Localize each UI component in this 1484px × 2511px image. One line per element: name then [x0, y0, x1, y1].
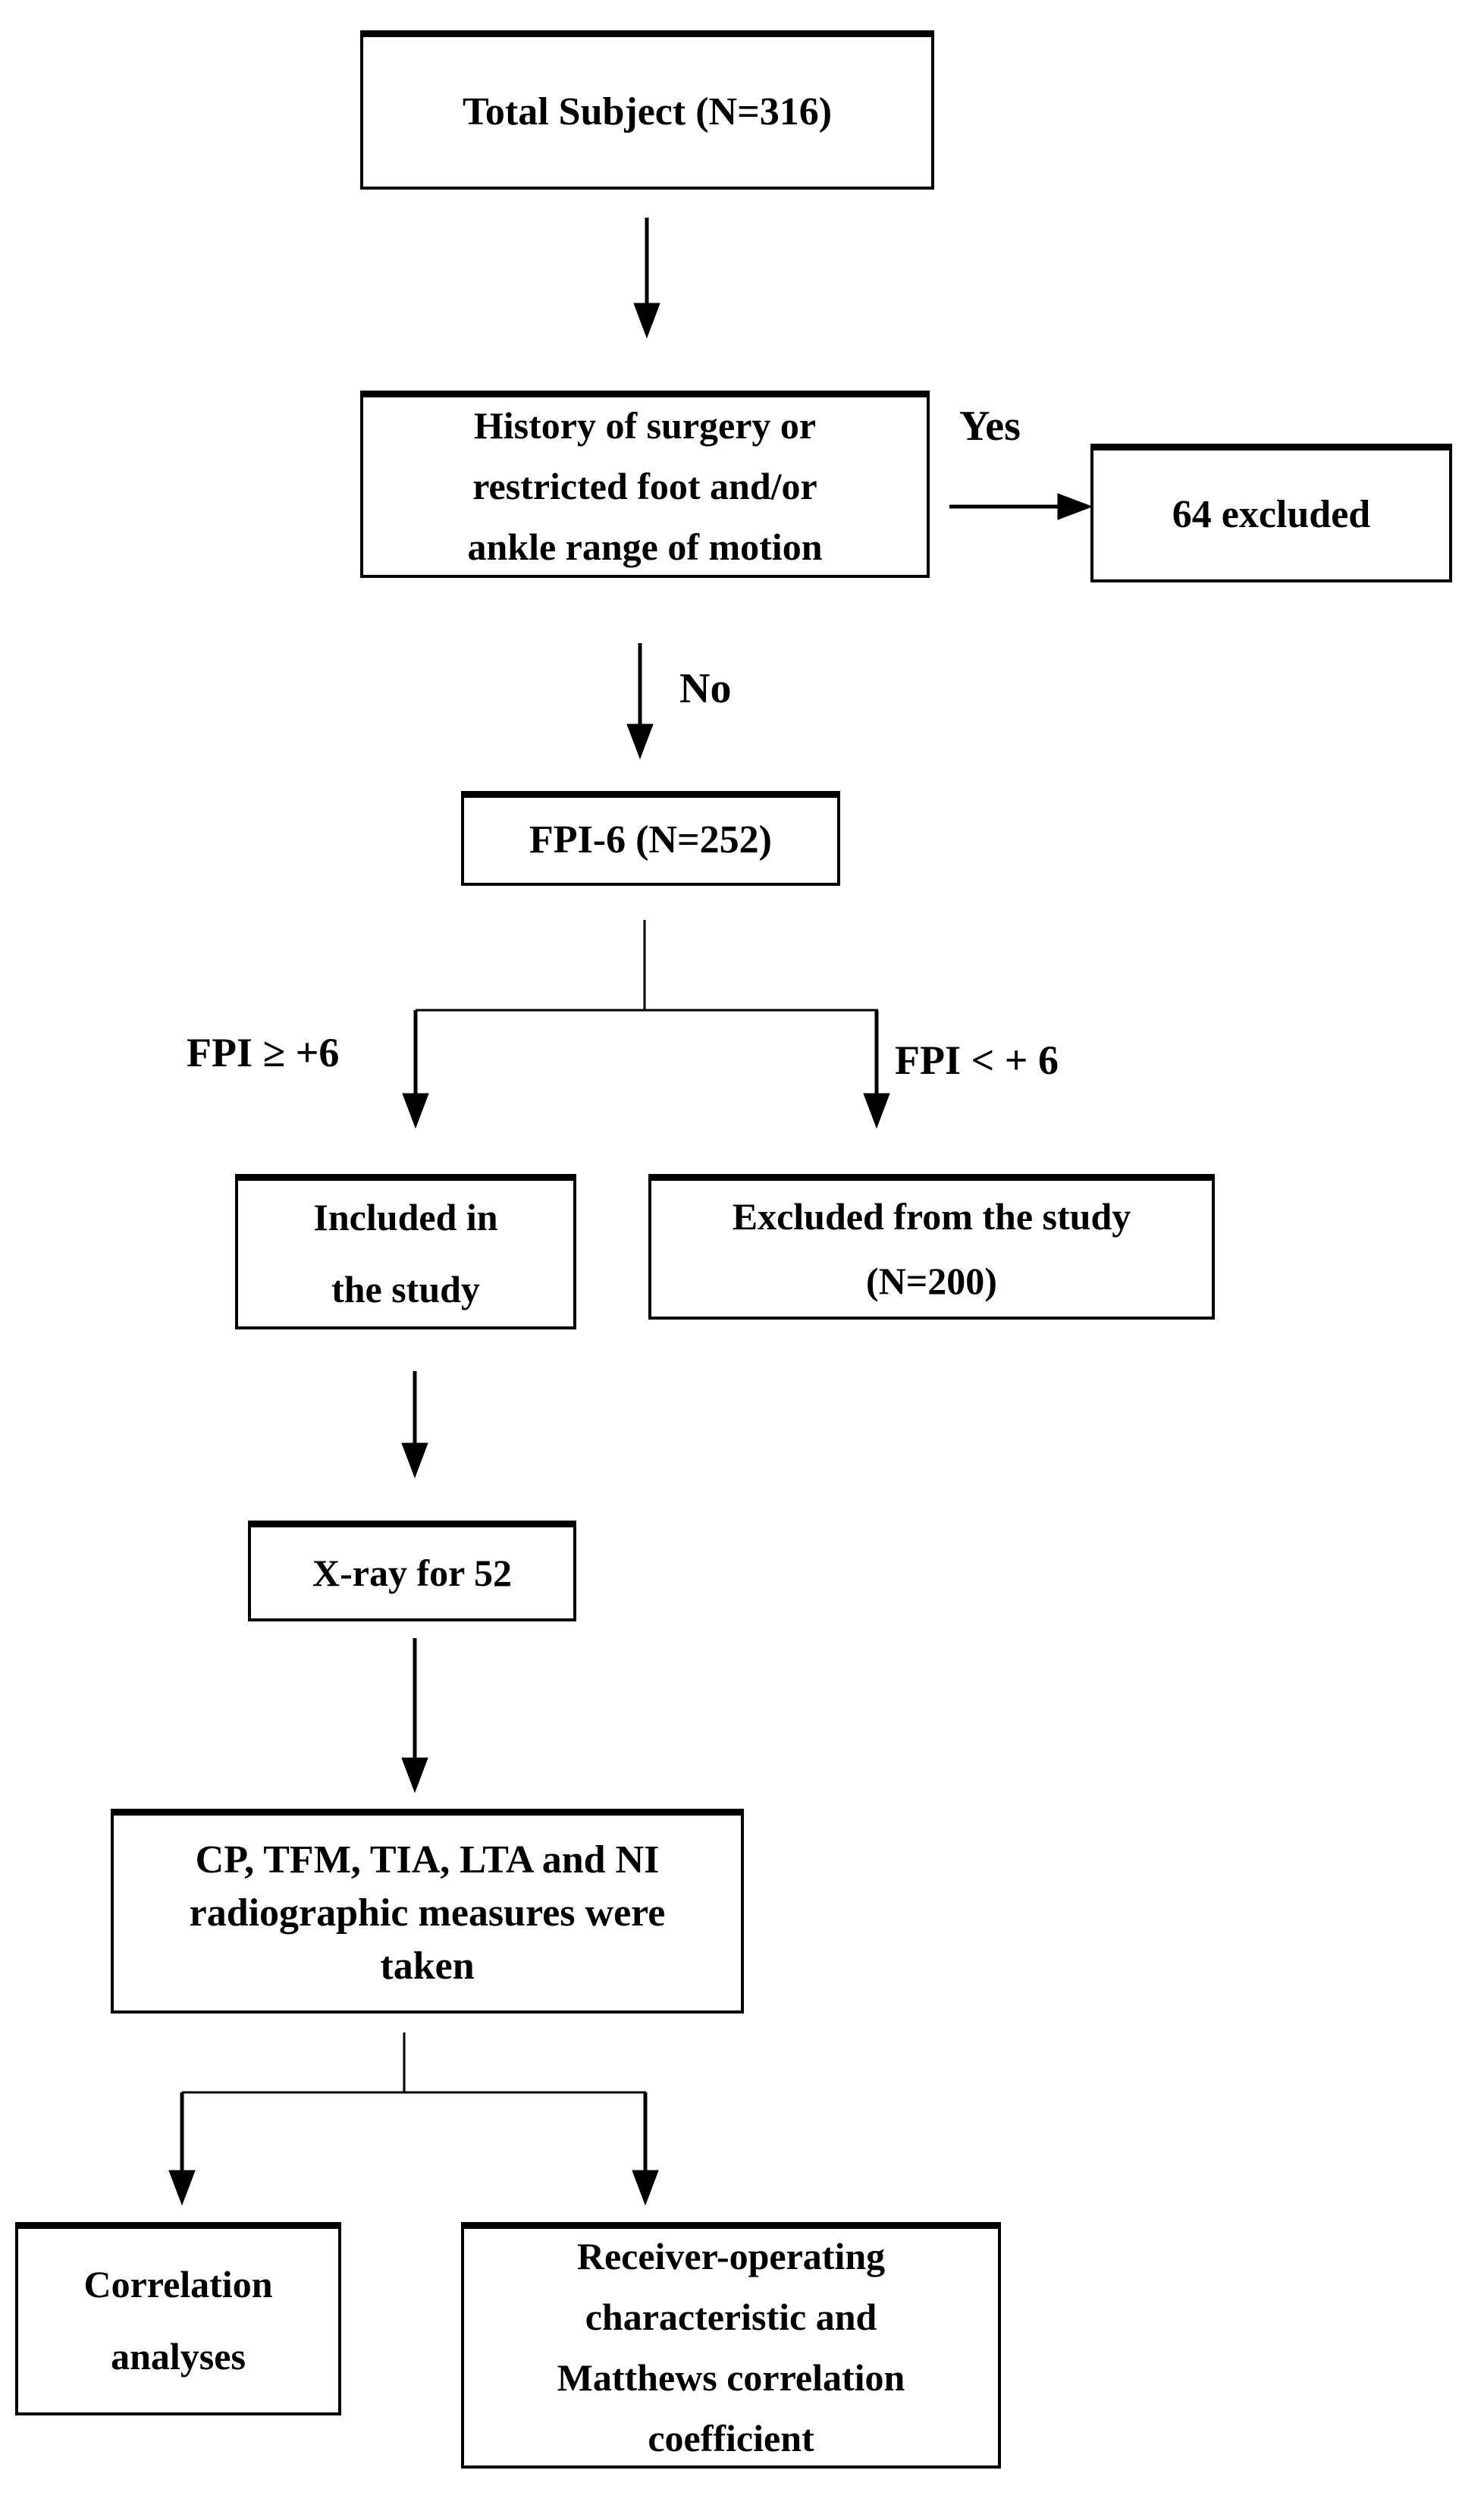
branch-fpi: [402, 920, 890, 1129]
box-excluded-from-study: Excluded from the study (N=200): [648, 1174, 1215, 1320]
arrow-included-to-xray: [401, 1371, 428, 1479]
box-excluded-from-study-line2: (N=200): [866, 1259, 997, 1302]
box-radiographic-measures: CP, TFM, TIA, LTA and NI radiographic me…: [111, 1809, 744, 2014]
box-history-surgery-line1: History of surgery or: [473, 404, 817, 447]
arrow-no-to-fpi6: [626, 643, 654, 760]
branch-analyses: [168, 2032, 659, 2206]
box-xray-52-text: X-ray for 52: [312, 1552, 512, 1594]
box-included-line1: Included in: [313, 1196, 498, 1238]
label-fpi-ge: FPI ≥ +6: [187, 1030, 340, 1075]
box-included-line2: the study: [331, 1268, 480, 1310]
box-roc-line1: Receiver-operating: [576, 2235, 886, 2277]
box-fpi-6-text: FPI-6 (N=252): [529, 818, 772, 862]
arrow-total-to-history: [633, 218, 660, 339]
box-correlation-line1: Correlation: [83, 2263, 273, 2305]
box-excluded-64-text: 64 excluded: [1172, 493, 1371, 536]
box-total-subjects: Total Subject (N=316): [360, 30, 934, 190]
box-correlation-analyses: Correlation analyses: [15, 2222, 341, 2415]
arrow-xray-to-radiographic: [401, 1638, 428, 1794]
box-excluded-from-study-line1: Excluded from the study: [732, 1194, 1131, 1238]
box-roc-line2: characteristic and: [585, 2296, 877, 2338]
box-history-surgery-line3: ankle range of motion: [467, 526, 823, 568]
box-correlation-line2: analyses: [111, 2335, 246, 2378]
box-history-surgery: History of surgery or restricted foot an…: [360, 391, 930, 578]
box-roc-line4: coefficient: [648, 2417, 814, 2459]
box-excluded-64: 64 excluded: [1090, 444, 1452, 582]
box-radiographic-line2: radiographic measures were: [189, 1891, 666, 1935]
box-history-surgery-line2: restricted foot and/or: [472, 465, 817, 507]
box-radiographic-line1: CP, TFM, TIA, LTA and NI: [195, 1838, 660, 1882]
arrow-yes-to-excluded64: [949, 493, 1093, 520]
label-yes: Yes: [959, 403, 1021, 450]
label-fpi-lt: FPI < + 6: [895, 1037, 1059, 1083]
label-no: No: [679, 665, 732, 712]
box-total-subjects-text: Total Subject (N=316): [462, 89, 833, 133]
box-fpi-6: FPI-6 (N=252): [461, 791, 840, 886]
box-roc-mcc: Receiver-operating characteristic and Ma…: [461, 2222, 1001, 2469]
box-xray-52: X-ray for 52: [248, 1521, 576, 1621]
box-included-in-study: Included in the study: [235, 1174, 576, 1329]
box-roc-line3: Matthews correlation: [557, 2356, 905, 2399]
box-radiographic-line3: taken: [380, 1944, 475, 1988]
